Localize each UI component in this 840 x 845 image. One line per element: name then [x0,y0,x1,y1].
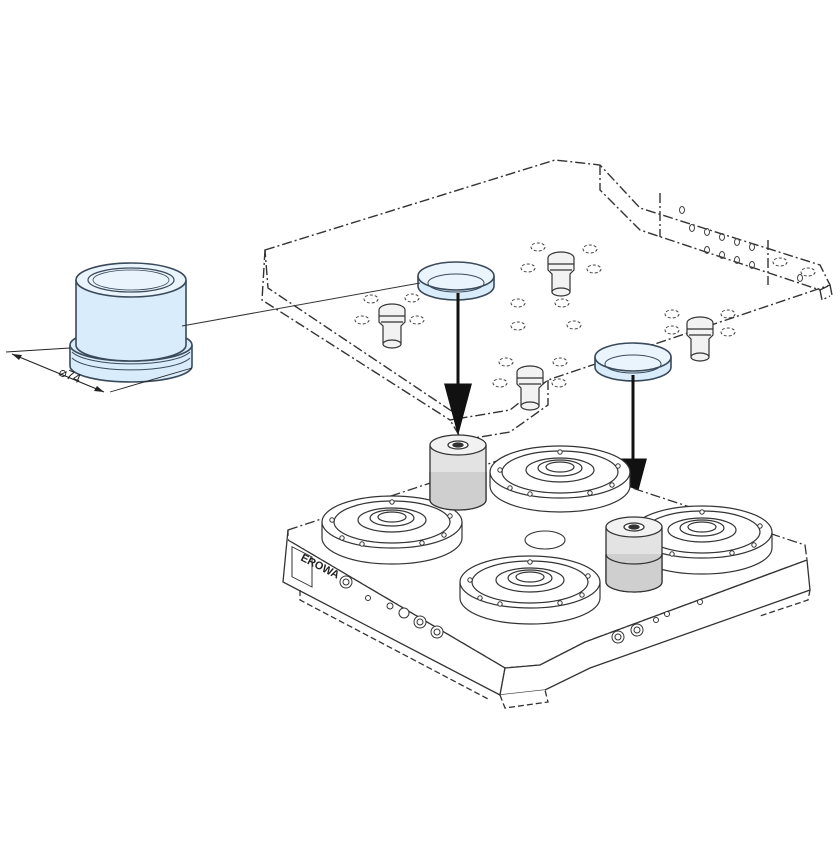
detail-cylinder-icon [69,262,193,383]
leader-line [181,282,421,327]
highlight-disc-right [594,342,672,382]
chuck-bolt-holes [329,449,763,607]
side-holes [679,206,803,282]
receiving-spigot-right [605,516,663,593]
receiving-spigot-left [429,434,487,511]
chuck-icon [321,445,773,625]
base-panel-details: EROWA [291,530,703,644]
clamping-spigot-icon [378,251,714,411]
pallet-holes [354,242,816,388]
highlight-disc-left [417,261,495,301]
upper-pallet [261,159,833,441]
